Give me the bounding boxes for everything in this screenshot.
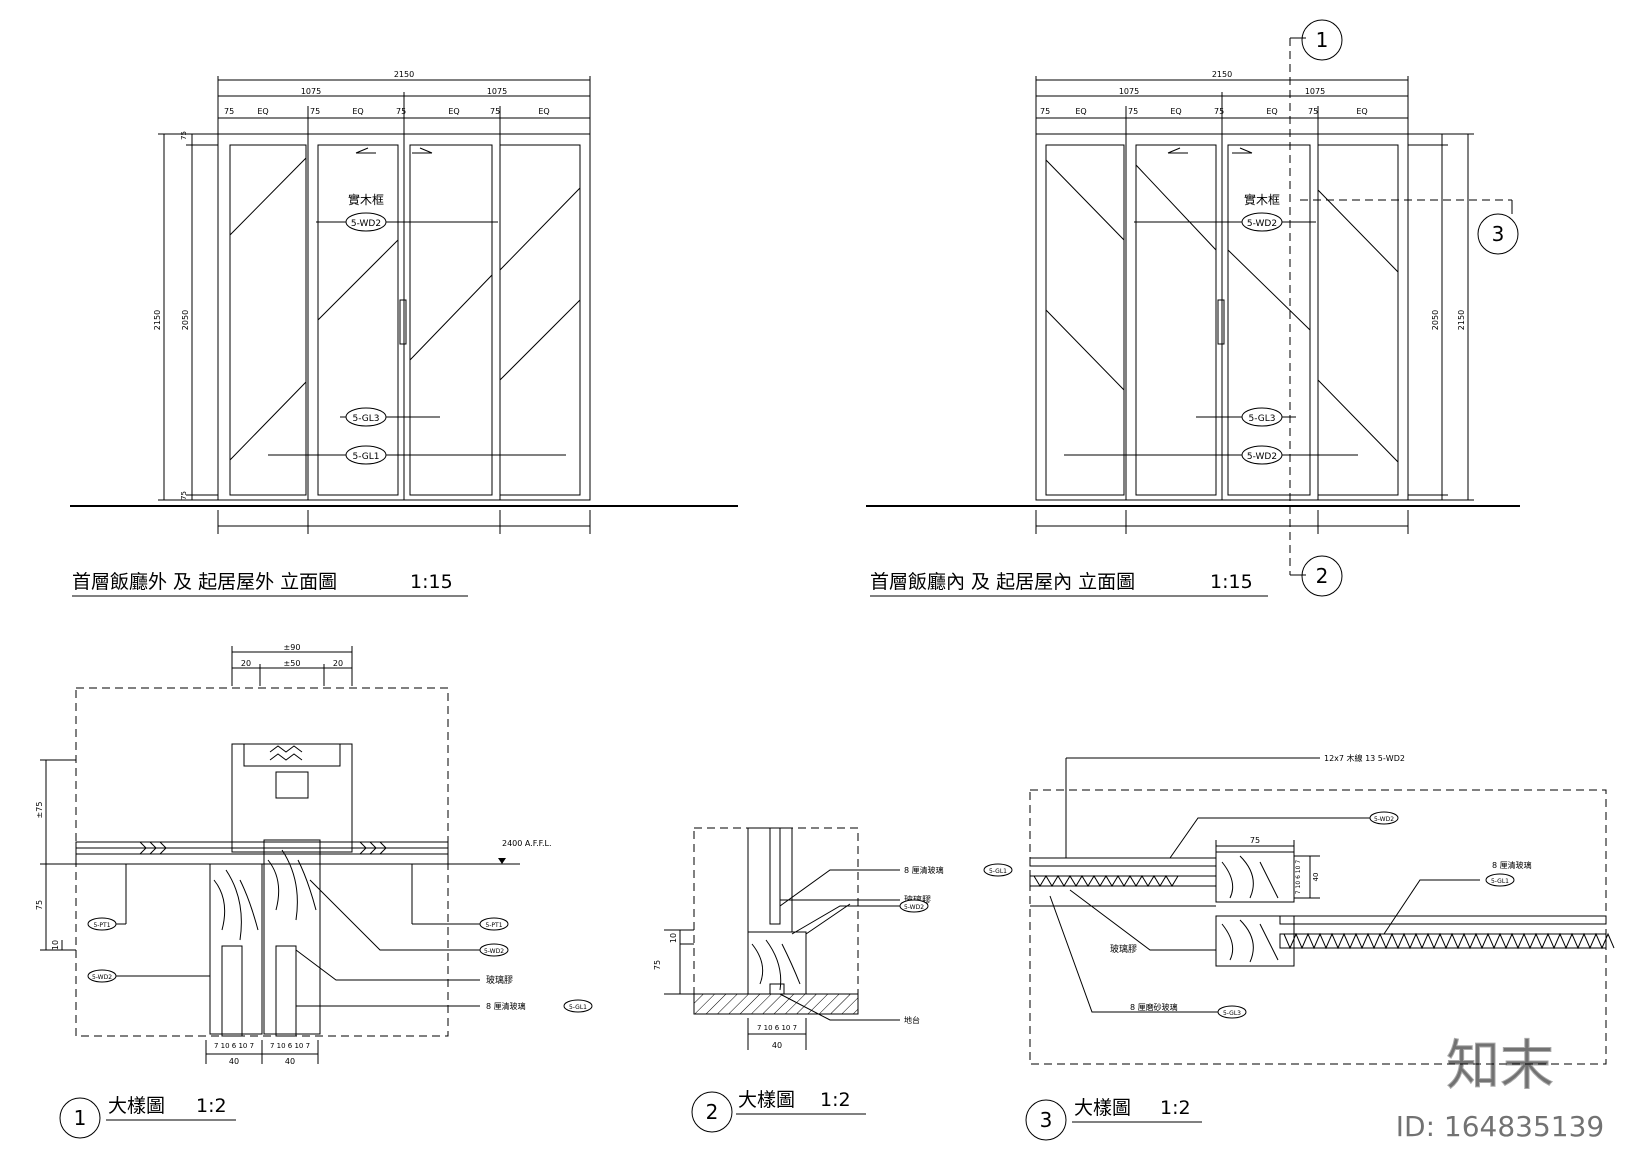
scale-elevation-left: 1:15: [410, 571, 453, 593]
dim-eq-r4: EQ: [1356, 107, 1367, 116]
d1-tag-gl1: 5-GL1: [569, 1004, 587, 1011]
callout-1: 1: [1316, 28, 1329, 52]
d3-dim-h: 40: [1312, 873, 1320, 882]
d2-dim-h2: 75: [653, 960, 662, 970]
d2-label-floor: 地台: [904, 1015, 920, 1025]
dim-frame-l2: 75: [310, 107, 320, 116]
dim-eq-l3: EQ: [448, 107, 459, 116]
tag-gl3-right: 5-GL3: [1248, 414, 1275, 424]
watermark-id: ID: 164835139: [1396, 1110, 1604, 1143]
d2-dim-w: 40: [772, 1041, 782, 1050]
dim-height-inner-right: 2050: [1431, 310, 1440, 330]
d3-scale: 1:2: [1160, 1097, 1191, 1119]
dim-half-left-b: 1075: [487, 87, 507, 96]
d1-level: 2400 A.F.F.L.: [502, 839, 552, 848]
dim-frame-left-top: 75: [180, 131, 188, 140]
title-elevation-right: 首層飯廳內 及 起居屋內 立面圖: [870, 571, 1135, 593]
tag-gl3-left: 5-GL3: [352, 414, 379, 424]
d1-tag-wd2-b: 5-WD2: [484, 948, 504, 955]
dim-eq-r1: EQ: [1075, 107, 1086, 116]
d1-num: 1: [74, 1106, 87, 1130]
d1-scale: 1:2: [196, 1095, 227, 1117]
d1-title: 大樣圖: [108, 1095, 165, 1117]
d3-seq: 7 10 6 10 7: [1295, 860, 1302, 895]
d1-dim-a: 20: [241, 659, 251, 668]
d2-seq: 7 10 6 10 7: [757, 1024, 797, 1032]
d1-dim-h3: 10: [51, 940, 60, 950]
d1-label-glass: 玻璃膠: [486, 974, 513, 986]
d2-dim-h1: 10: [669, 933, 678, 943]
label-wood-frame-right: 實木框: [1244, 192, 1280, 207]
d2-scale: 1:2: [820, 1089, 851, 1111]
dim-half-right-a: 1075: [1119, 87, 1139, 96]
dim-frame-l4: 75: [490, 107, 500, 116]
d1-dim-w1: 40: [229, 1057, 239, 1066]
detail-1: ±90 20 ±50 20 2400 A.F.F.L. ±75 75: [35, 643, 593, 1139]
d1-seq-a: 7 10 6 10 7: [214, 1042, 254, 1050]
dim-frame-r2: 75: [1128, 107, 1138, 116]
d1-dim-w2: 40: [285, 1057, 295, 1066]
callouts: 1 2 3: [1301, 19, 1519, 597]
callout-3: 3: [1492, 222, 1505, 246]
d3-label-glass: 玻璃膠: [1110, 943, 1137, 955]
d3-tag-gl3: 5-GL3: [1223, 1010, 1241, 1017]
dim-frame-left-bot: 75: [180, 491, 188, 500]
d3-num: 3: [1040, 1108, 1053, 1132]
d1-tag-wd2-a: 5-WD2: [92, 974, 112, 981]
dim-height-total-right: 2150: [1457, 310, 1466, 330]
d1-label-gl1: 8 厘清玻璃: [486, 1001, 526, 1011]
label-wood-frame-left: 實木框: [348, 192, 384, 207]
elevation-right: 2150 1075 1075 75 EQ 75 EQ 75 EQ 75 EQ 實…: [866, 37, 1520, 597]
d1-seq-b: 7 10 6 10 7: [270, 1042, 310, 1050]
dim-frame-r3: 75: [1214, 107, 1224, 116]
dim-eq-l1: EQ: [257, 107, 268, 116]
detail-2: 10 75 8 厘清玻璃 5-GL1 玻璃膠 5-WD2 地台 7 10 6 1…: [653, 827, 1013, 1133]
dim-frame-r4: 75: [1308, 107, 1318, 116]
watermark-brand: 知末: [1446, 1034, 1554, 1097]
d1-dim-h1: ±75: [35, 802, 44, 819]
d3-label-top: 12x7 木線 13 5-WD2: [1324, 753, 1405, 763]
dim-half-right-b: 1075: [1305, 87, 1325, 96]
dim-eq-r2: EQ: [1170, 107, 1181, 116]
dim-half-left-a: 1075: [301, 87, 321, 96]
tag-wd2-right-b: 5-WD2: [1247, 452, 1277, 462]
d2-title: 大樣圖: [738, 1089, 795, 1111]
d3-title: 大樣圖: [1074, 1097, 1131, 1119]
dim-frame-l3: 75: [396, 107, 406, 116]
d3-label-gl1: 8 厘清玻璃: [1492, 860, 1532, 870]
d1-dim-c: 20: [333, 659, 343, 668]
dim-eq-r3: EQ: [1266, 107, 1277, 116]
dim-eq-l4: EQ: [538, 107, 549, 116]
elevation-left: 2150 1075 1075 75 EQ 75 EQ 75 EQ 75 EQ 實: [70, 70, 738, 597]
callout-2: 2: [1316, 564, 1329, 588]
d2-tag-gl1: 5-GL1: [989, 868, 1007, 875]
d3-tag-wd2: 5-WD2: [1374, 816, 1394, 823]
dim-overall-left: 2150: [394, 70, 414, 79]
dim-overall-right: 2150: [1212, 70, 1232, 79]
dim-frame-r1: 75: [1040, 107, 1050, 116]
d1-dim-top: ±90: [284, 643, 301, 652]
dim-height-inner-left: 2050: [181, 310, 190, 330]
tag-gl1-left: 5-GL1: [352, 452, 379, 462]
tag-wd2-right: 5-WD2: [1247, 219, 1277, 229]
title-elevation-left: 首層飯廳外 及 起居屋外 立面圖: [72, 571, 337, 593]
detail-3: 12x7 木線 13 5-WD2 75 7 10 6 10 7 40 5-WD2…: [1025, 753, 1615, 1141]
d1-dim-b: ±50: [284, 659, 301, 668]
d1-tag-pt1-a: 5-PT1: [93, 922, 110, 929]
dim-height-total-left: 2150: [153, 310, 162, 330]
d2-tag-wd2: 5-WD2: [904, 904, 924, 911]
d3-label-gl3: 8 厘磨砂玻璃: [1130, 1002, 1178, 1012]
tag-wd2-left: 5-WD2: [351, 219, 381, 229]
d2-label-gl1: 8 厘清玻璃: [904, 865, 944, 875]
watermark: 知末 ID: 164835139: [1396, 1034, 1604, 1144]
d2-num: 2: [706, 1100, 719, 1124]
d3-tag-gl1: 5-GL1: [1491, 878, 1509, 885]
scale-elevation-right: 1:15: [1210, 571, 1253, 593]
d3-dim-w: 75: [1250, 836, 1260, 845]
d1-dim-h2: 75: [35, 900, 44, 910]
d1-tag-pt1-b: 5-PT1: [485, 922, 502, 929]
dim-eq-l2: EQ: [352, 107, 363, 116]
dim-frame-l1: 75: [224, 107, 234, 116]
